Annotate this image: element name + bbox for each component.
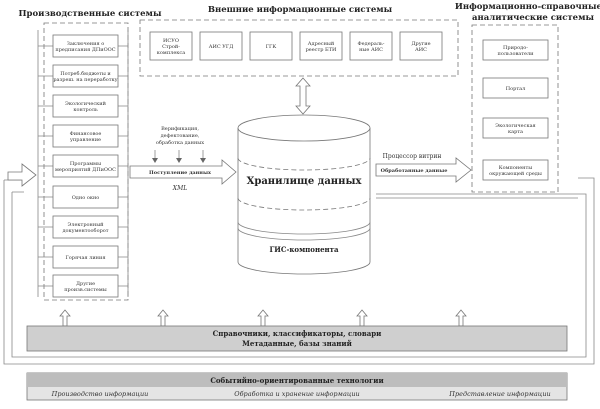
reference-system-box-label: карта bbox=[508, 129, 523, 135]
input-steps-line3: обработка данных bbox=[156, 139, 204, 146]
external-system-box bbox=[349, 31, 393, 61]
production-system-box-label: предписания ДПиООС bbox=[55, 47, 115, 53]
production-system-box-label: Другие bbox=[76, 281, 95, 287]
production-system-box-label: Потреб.бюджеты и bbox=[60, 70, 111, 77]
external-system-box bbox=[249, 31, 293, 61]
up-arrow bbox=[157, 309, 169, 327]
reference-system-box bbox=[482, 159, 549, 181]
production-system-box-label: разреш. на переработку bbox=[53, 76, 117, 83]
process-arrowheads bbox=[152, 158, 206, 163]
production-system-box bbox=[52, 245, 119, 269]
reference-container bbox=[471, 24, 559, 193]
external-system-box-label: Другие bbox=[411, 41, 430, 47]
reference-system-box bbox=[482, 117, 549, 139]
production-system-box-label: Экологический bbox=[65, 101, 107, 107]
production-system-box-label: контроль bbox=[73, 107, 98, 113]
production-system-box bbox=[52, 64, 119, 88]
production-title: Производственные системы bbox=[19, 9, 162, 19]
inner-frame bbox=[11, 192, 587, 358]
production-system-box-label: Горячая линия bbox=[65, 255, 105, 261]
feedback-arrow bbox=[7, 163, 37, 187]
reference-system-box-label: Экологическая bbox=[495, 123, 535, 129]
bidirectional-arrow bbox=[295, 77, 311, 115]
external-system-box-label: ГГК bbox=[266, 44, 277, 50]
event-title: Событийно-ориентированные технологии bbox=[210, 376, 383, 385]
external-system-box-label: ИСУО bbox=[163, 38, 179, 44]
external-system-box-label: АИС УГД bbox=[209, 44, 234, 50]
metadata-line2: Метаданные, базы знаний bbox=[242, 339, 352, 348]
production-system-box-label: Одно окно bbox=[72, 195, 100, 201]
external-container bbox=[139, 19, 459, 77]
stage-production: Производство информации bbox=[51, 390, 149, 398]
data-warehouse-cylinder bbox=[237, 114, 371, 275]
external-system-box-label: Адресный bbox=[308, 41, 335, 47]
reference-system-box-label: Природо- bbox=[503, 45, 528, 51]
external-system-box-label: ные АИС bbox=[359, 47, 383, 53]
external-system-box-label: АИС bbox=[415, 47, 427, 53]
input-steps-line1: Верификация, bbox=[161, 125, 199, 132]
external-system-box-label: Федераль- bbox=[358, 41, 385, 47]
production-bus bbox=[37, 30, 129, 297]
up-arrow bbox=[455, 309, 467, 327]
input-format: XML bbox=[172, 185, 187, 192]
return-line bbox=[376, 193, 578, 199]
production-system-box bbox=[52, 94, 119, 118]
reference-system-box-label: пользователи bbox=[497, 51, 534, 57]
frame-connector bbox=[4, 179, 24, 193]
external-system-box bbox=[149, 31, 193, 61]
production-system-box-label: управление bbox=[70, 137, 101, 143]
input-label: Поступление данных bbox=[149, 170, 212, 176]
output-label: Обработанные данные bbox=[381, 167, 448, 174]
production-system-box bbox=[52, 215, 119, 239]
external-title: Внешние информационные системы bbox=[208, 5, 393, 15]
production-system-box-label: Программы bbox=[70, 161, 101, 167]
production-system-box-label: документооборот bbox=[62, 227, 108, 234]
external-system-box bbox=[199, 31, 243, 61]
input-steps-line2: дефектование, bbox=[161, 132, 200, 139]
production-system-box bbox=[52, 124, 119, 148]
gis-component: ГИС-компонента bbox=[269, 245, 339, 254]
production-system-box-label: произв.системы bbox=[64, 287, 107, 293]
stage-presentation: Представление информации bbox=[448, 390, 550, 398]
external-system-box bbox=[399, 31, 443, 61]
reference-title-line1: Информационно-справочные и bbox=[455, 2, 600, 12]
production-container bbox=[43, 22, 129, 301]
metadata-line1: Справочники, классификаторы, словари bbox=[213, 329, 382, 338]
output-processor: Процессор витрин bbox=[383, 153, 442, 160]
reference-system-box-label: окружающей среды bbox=[489, 171, 542, 177]
reference-title-line2: аналитические системы bbox=[472, 13, 594, 23]
reference-system-box bbox=[482, 39, 549, 61]
production-system-box-label: Заключения о bbox=[67, 41, 104, 47]
external-system-box-label: комплекса bbox=[157, 50, 185, 56]
up-arrow bbox=[59, 309, 71, 327]
production-system-box bbox=[52, 34, 119, 58]
metadata-bar bbox=[26, 325, 568, 352]
reference-system-box bbox=[482, 77, 549, 99]
external-system-box-label: Строй- bbox=[162, 44, 180, 50]
production-system-box bbox=[52, 185, 119, 209]
external-system-box-label: реестр БТИ bbox=[306, 47, 337, 53]
external-system-box bbox=[299, 31, 343, 61]
production-system-box bbox=[52, 154, 119, 178]
up-arrow bbox=[257, 309, 269, 327]
production-system-box-label: Финансовое bbox=[70, 131, 102, 137]
input-arrow bbox=[129, 159, 237, 185]
production-system-box-label: мероприятий ДПиООС bbox=[55, 167, 116, 173]
reference-system-box-label: Портал bbox=[506, 86, 526, 92]
up-arrow bbox=[356, 309, 368, 327]
output-arrow bbox=[375, 157, 472, 183]
outer-frame bbox=[3, 177, 595, 365]
reference-system-box-label: Компоненты bbox=[499, 165, 533, 171]
production-system-box bbox=[52, 274, 119, 298]
storage-title: Хранилище данных bbox=[247, 176, 363, 187]
stage-processing: Обработка и хранение информации bbox=[234, 390, 359, 398]
production-system-box-label: Электронный bbox=[67, 222, 104, 228]
